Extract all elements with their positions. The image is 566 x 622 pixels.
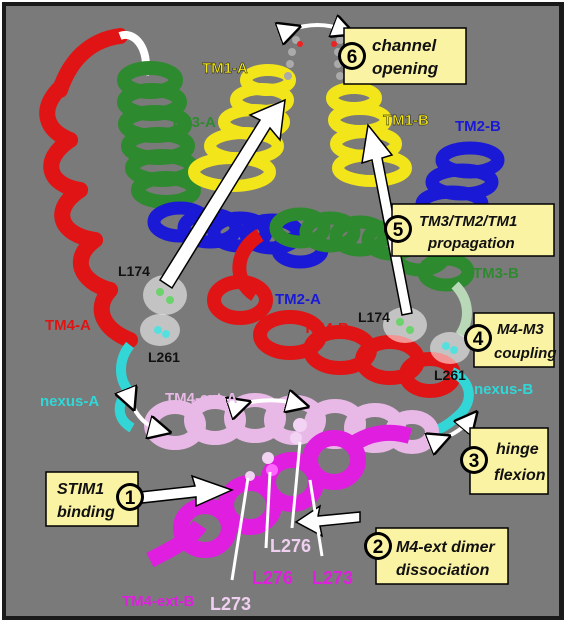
label-tm3-b: TM3-B bbox=[473, 265, 519, 282]
label-l174-a: L174 bbox=[118, 263, 150, 279]
step-2-line1: M4-ext dimer bbox=[396, 539, 495, 556]
label-tm2-a: TM2-A bbox=[275, 291, 321, 308]
step-3-number: 3 bbox=[469, 451, 480, 472]
step-3-line2: flexion bbox=[494, 467, 546, 484]
step-5-number: 5 bbox=[393, 220, 404, 241]
step-3-callout: 3 hinge flexion bbox=[460, 428, 548, 494]
step-5-line1: TM3/TM2/TM1 bbox=[419, 213, 517, 230]
label-tm2-b: TM2-B bbox=[455, 118, 501, 135]
step-6-line1: channel bbox=[372, 36, 438, 55]
step-6-callout: 6 channel opening bbox=[338, 28, 466, 84]
step-3-line1: hinge bbox=[496, 441, 539, 458]
step-5-callout: 5 TM3/TM2/TM1 propagation bbox=[384, 204, 554, 256]
label-l174-b: L174 bbox=[358, 309, 390, 325]
step-1-callout: 1 STIM1 binding bbox=[46, 472, 144, 526]
step-6-line2: opening bbox=[372, 59, 439, 78]
step-1-number: 1 bbox=[125, 488, 136, 509]
step-6-number: 6 bbox=[347, 47, 358, 68]
step-4-number: 4 bbox=[473, 329, 484, 350]
label-nexus-a: nexus-A bbox=[40, 393, 99, 410]
label-l261-a: L261 bbox=[148, 349, 180, 365]
step-2-number: 2 bbox=[373, 537, 384, 558]
label-tm1-a: TM1-A bbox=[202, 60, 248, 77]
step-4-line2: coupling bbox=[494, 345, 557, 362]
label-tm4-a: TM4-A bbox=[45, 317, 91, 334]
label-l273-a: L273 bbox=[210, 594, 251, 614]
label-tm4-ext-a: TM4-ext-A bbox=[165, 390, 238, 407]
label-l273-b: L273 bbox=[312, 568, 353, 588]
step-4-callout: 4 M4-M3 coupling bbox=[464, 313, 557, 367]
residue-cluster-l261-a bbox=[140, 314, 180, 346]
step-5-line2: propagation bbox=[427, 235, 515, 252]
label-l276-b: L276 bbox=[252, 568, 293, 588]
step-4-line1: M4-M3 bbox=[497, 321, 544, 338]
label-l261-b: L261 bbox=[434, 367, 466, 383]
step-1-line1: STIM1 bbox=[57, 481, 104, 498]
residue-cluster-l261-b bbox=[430, 332, 470, 364]
step-2-line2: dissociation bbox=[396, 562, 490, 579]
label-tm4-b: TM4-B bbox=[303, 320, 349, 337]
label-nexus-b: nexus-B bbox=[474, 381, 533, 398]
label-l276-a: L276 bbox=[270, 536, 311, 556]
label-tm3-a: TM3-A bbox=[170, 114, 216, 131]
label-tm4-ext-b: TM4-ext-B bbox=[122, 593, 195, 610]
step-2-callout: 2 M4-ext dimer dissociation bbox=[364, 528, 508, 584]
step-1-line2: binding bbox=[57, 504, 115, 521]
label-tm1-b: TM1-B bbox=[383, 112, 429, 129]
